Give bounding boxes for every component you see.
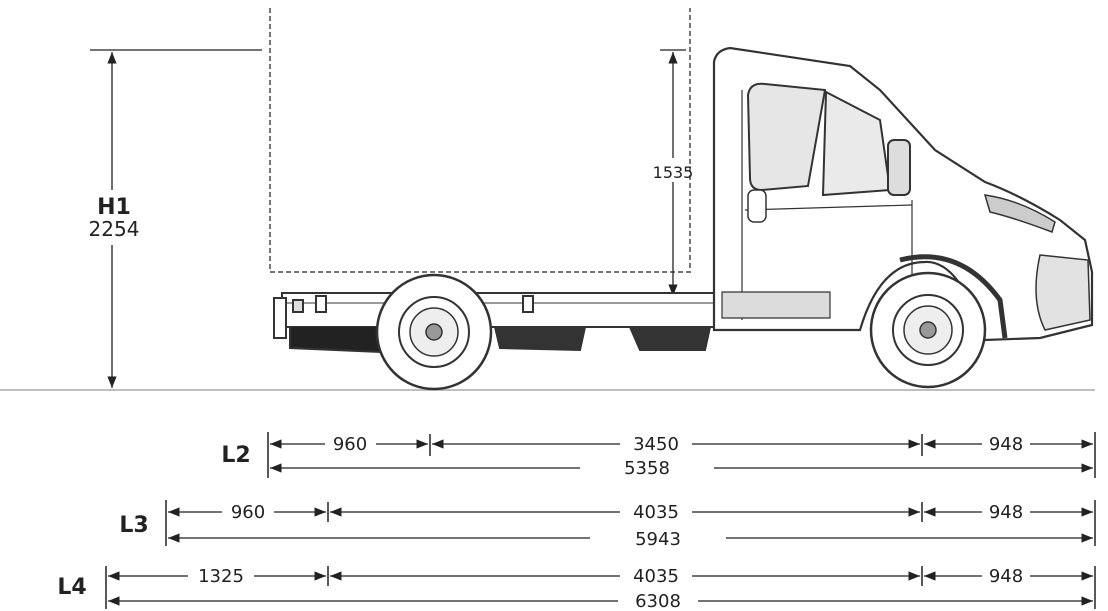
- length-row-l4: L4 1325 4035 948 6308: [57, 566, 1096, 611]
- overhang-rear: 1325: [198, 566, 244, 587]
- h1-label: H1: [97, 195, 131, 220]
- overhang-rear: 960: [333, 434, 367, 455]
- h1-value: 2254: [89, 217, 140, 241]
- cargo-box-outline: [269, 8, 691, 273]
- h1-dimension: H1 2254: [89, 49, 262, 388]
- overhang-front: 948: [989, 566, 1023, 587]
- chassis-frame: [273, 292, 723, 354]
- wheelbase: 4035: [633, 566, 679, 587]
- wheelbase: 4035: [633, 502, 679, 523]
- length-label: L4: [57, 575, 86, 600]
- overhang-rear: 960: [231, 502, 265, 523]
- overhang-front: 948: [989, 502, 1023, 523]
- length-label: L2: [221, 443, 250, 468]
- length-row-l3: L3 960 4035 948 5943: [119, 500, 1096, 550]
- box-height-value: 1535: [653, 163, 694, 182]
- length-row-l2: L2 960 3450 948 5358: [221, 432, 1096, 479]
- total-length: 6308: [635, 591, 681, 611]
- vehicle-cab: [712, 46, 1094, 342]
- total-length: 5943: [635, 529, 681, 550]
- length-label: L3: [119, 513, 148, 538]
- overhang-front: 948: [989, 434, 1023, 455]
- box-height-dimension: 1535: [653, 49, 694, 296]
- rear-wheel: [375, 273, 493, 391]
- front-wheel: [869, 271, 987, 389]
- total-length: 5358: [624, 458, 670, 479]
- wheelbase: 3450: [633, 434, 679, 455]
